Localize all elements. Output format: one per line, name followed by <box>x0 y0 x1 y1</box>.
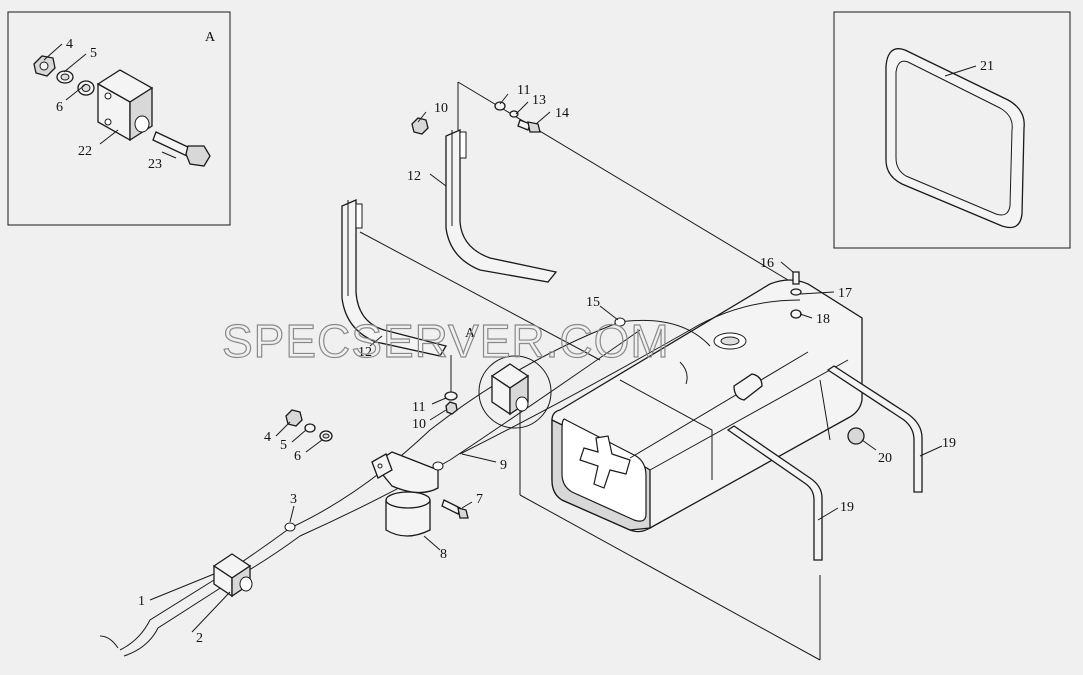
tank-cap-fasteners-icon <box>790 271 802 319</box>
callout-17: 17 <box>838 286 852 301</box>
callout-11-top: 11 <box>517 83 530 98</box>
callout-19-right: 19 <box>942 436 956 451</box>
bolt-icon <box>152 131 211 167</box>
washer-icon <box>56 70 74 84</box>
callout-20: 20 <box>878 451 892 466</box>
callout-inset-4: 4 <box>66 37 73 52</box>
nut-icon <box>33 55 56 77</box>
callout-19-mid: 19 <box>840 500 854 515</box>
callout-12-top: 12 <box>407 169 421 184</box>
callout-inset-22: 22 <box>78 144 92 159</box>
drain-plug-icon <box>847 427 865 445</box>
spacer-icon <box>77 80 95 96</box>
callout-inset-23: 23 <box>148 157 162 172</box>
callout-9: 9 <box>500 458 507 473</box>
leader-lines <box>149 93 943 633</box>
callout-labels: A 4 5 6 22 23 10 11 13 14 12 12 16 17 18… <box>56 30 994 646</box>
callout-8: 8 <box>440 547 447 562</box>
mid-washers-icon <box>444 391 458 415</box>
callout-14: 14 <box>555 106 569 121</box>
main-view-a-label: A <box>465 326 476 341</box>
callout-5: 5 <box>280 438 287 453</box>
tank-strap-middle-icon <box>726 425 823 561</box>
callout-4: 4 <box>264 430 271 445</box>
callout-2: 2 <box>196 631 203 646</box>
callout-10-top: 10 <box>434 101 448 116</box>
callout-18: 18 <box>816 312 830 327</box>
callout-16: 16 <box>760 256 774 271</box>
inset-a-label: A <box>205 30 216 45</box>
callout-6: 6 <box>294 449 301 464</box>
callout-12-left: 12 <box>358 345 372 360</box>
watermark-text: SPECSERVER.COM <box>222 315 670 367</box>
top-fasteners-icon <box>411 101 541 135</box>
fuel-tank-icon <box>551 279 863 533</box>
callout-11-mid: 11 <box>412 400 425 415</box>
callout-inset-5: 5 <box>90 46 97 61</box>
mounting-block-icon <box>96 69 154 142</box>
callout-10-mid: 10 <box>412 417 426 432</box>
filter-bolt-icon <box>441 499 469 519</box>
callout-3: 3 <box>290 492 297 507</box>
line-clamp-icon <box>212 553 253 598</box>
inset-seal <box>833 11 1071 249</box>
bracket-left-icon <box>341 199 448 357</box>
bracket-right-icon <box>445 129 558 283</box>
tank-strap-right-icon <box>826 365 923 493</box>
main-nut-washers-icon <box>285 409 333 442</box>
detail-a-callout-circle <box>478 355 552 429</box>
callout-inset-6: 6 <box>56 100 63 115</box>
callout-1: 1 <box>138 594 145 609</box>
callout-13: 13 <box>532 93 546 108</box>
fuel-filter-icon <box>371 451 444 537</box>
seal-ring-icon <box>885 48 1025 229</box>
inset-detail-a <box>7 11 231 226</box>
callout-15: 15 <box>586 295 600 310</box>
callout-7: 7 <box>476 492 483 507</box>
callout-21: 21 <box>980 59 994 74</box>
